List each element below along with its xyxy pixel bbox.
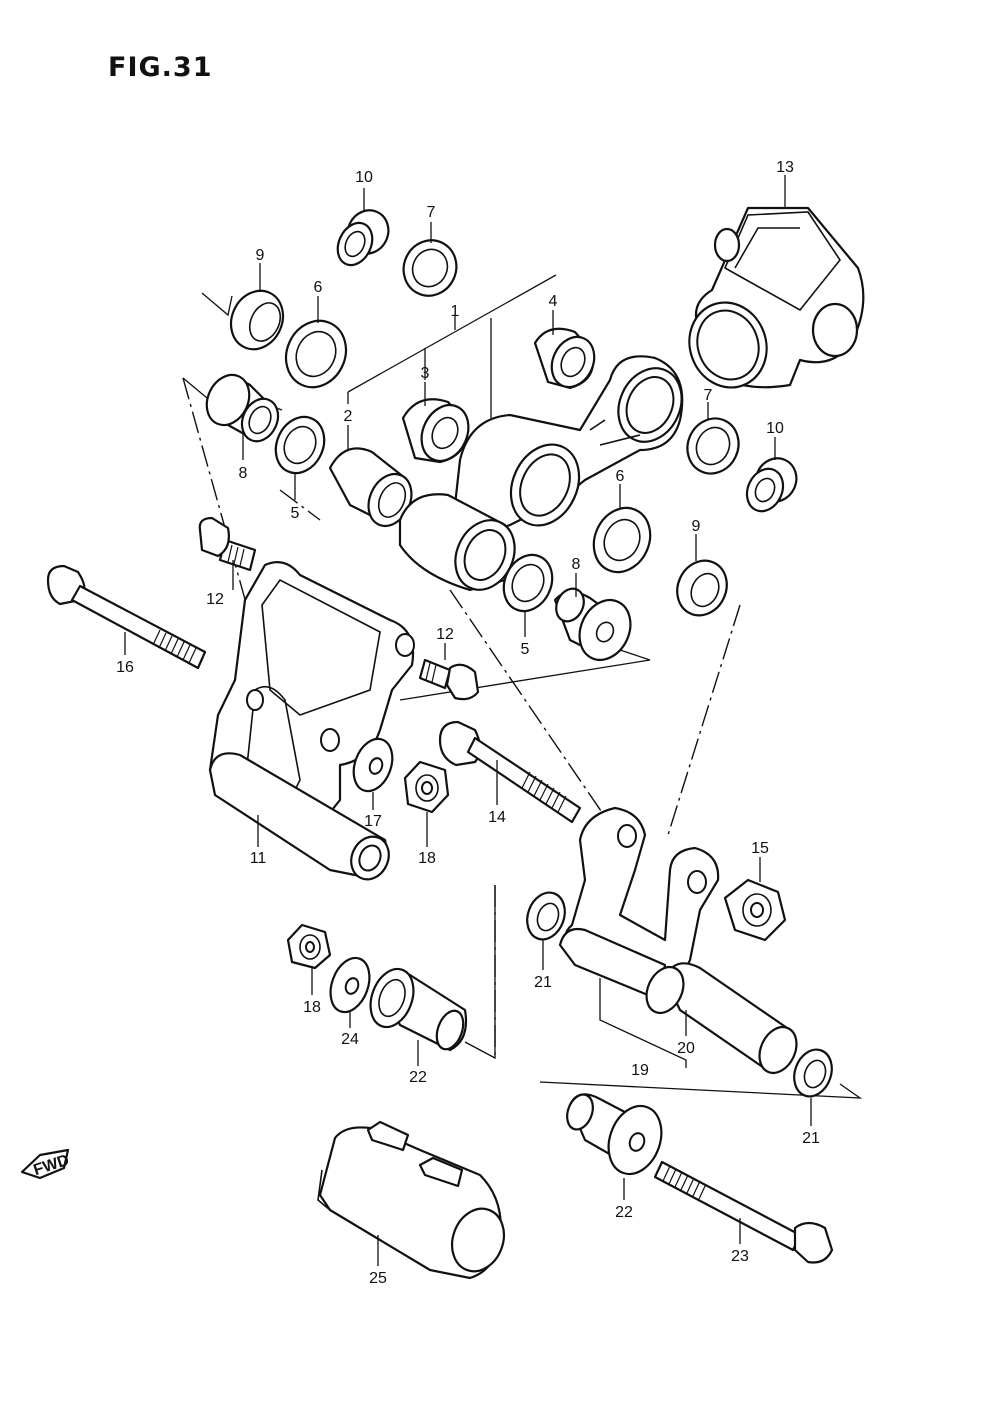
part-12-bolt-lower (418, 658, 480, 701)
callout-leader-lines (124, 175, 812, 1266)
part-14-bolt (438, 720, 582, 824)
callout-15: 15 (751, 840, 769, 857)
callout-22-upper: 22 (409, 1069, 427, 1086)
callout-21-upper: 21 (534, 974, 552, 991)
part-10-collar-right (745, 457, 798, 513)
part-11-cushion-rod-bracket (208, 561, 415, 881)
part-18-nut-lower (286, 923, 332, 970)
fwd-arrow-icon: FWD (20, 1148, 71, 1179)
part-18-nut-upper (403, 760, 450, 814)
part-8-spacer-left (205, 373, 280, 443)
callout-24: 24 (341, 1031, 359, 1048)
callout-21-lower: 21 (802, 1130, 820, 1147)
part-23-bolt (653, 1160, 834, 1264)
part-12-bolt-upper (198, 516, 257, 572)
fwd-arrow-label: FWD (31, 1152, 71, 1179)
callout-7-top: 7 (427, 204, 436, 221)
callout-12-right: 12 (436, 626, 454, 643)
part-15-nut (723, 878, 787, 942)
callout-12-left: 12 (206, 591, 224, 608)
callout-17: 17 (364, 813, 382, 830)
part-7-seal-top (402, 239, 458, 297)
callout-9-right: 9 (692, 518, 701, 535)
callout-labels: 10 7 9 6 1 4 3 2 8 5 13 7 10 6 9 8 5 16 … (116, 159, 820, 1287)
callout-10-top: 10 (355, 169, 373, 186)
part-3-bushing (401, 398, 470, 464)
part-21-washer-upper (526, 891, 566, 941)
callout-14: 14 (488, 809, 506, 826)
callout-6-top: 6 (314, 279, 323, 296)
part-17-washer (352, 737, 394, 793)
callout-4: 4 (549, 293, 558, 310)
callout-8-left: 8 (239, 465, 248, 482)
callout-25: 25 (369, 1270, 387, 1287)
callout-3: 3 (421, 365, 430, 382)
callout-23: 23 (731, 1248, 749, 1265)
callout-11: 11 (250, 850, 267, 867)
part-6-bearing-right (592, 506, 652, 574)
part-5-seal-right (502, 553, 554, 613)
part-24-washer (329, 956, 371, 1014)
callout-9-top: 9 (256, 247, 265, 264)
callout-5-left: 5 (291, 505, 300, 522)
part-8-spacer-right (553, 587, 632, 661)
callout-5-right: 5 (521, 641, 530, 658)
part-6-bearing-top (284, 319, 348, 389)
part-16-long-bolt (46, 564, 207, 670)
part-22-spacer-upper (369, 967, 468, 1052)
figure-title: FIG.31 (108, 52, 213, 83)
callout-20: 20 (677, 1040, 695, 1057)
callout-18-lower: 18 (303, 999, 321, 1016)
part-25-cover (317, 1120, 506, 1280)
callout-2: 2 (344, 408, 353, 425)
part-21-washer-lower (793, 1048, 833, 1098)
callout-13: 13 (776, 159, 794, 176)
callout-1: 1 (451, 303, 460, 320)
callout-7-right: 7 (704, 387, 713, 404)
part-9-washer-top (229, 289, 285, 351)
part-20-sleeve (645, 962, 798, 1075)
part-2-sleeve (328, 447, 413, 527)
part-10-collar-top (336, 209, 390, 267)
callout-10-right: 10 (766, 420, 784, 437)
part-5-seal-left (274, 415, 326, 475)
part-4-bushing (533, 327, 596, 390)
part-13-link-cover (688, 206, 865, 389)
callout-18-upper: 18 (418, 850, 436, 867)
callout-6-right: 6 (616, 468, 625, 485)
callout-8-right: 8 (572, 556, 581, 573)
part-9-washer-right (676, 559, 728, 617)
callout-19: 19 (631, 1062, 649, 1079)
part-7-seal-right (686, 417, 740, 475)
part-19-cushion-rod (558, 806, 720, 1002)
callout-22-lower: 22 (615, 1204, 633, 1221)
assembly-bracket-lines (182, 274, 863, 1099)
part-22-spacer-lower (566, 1093, 663, 1176)
callout-16: 16 (116, 659, 134, 676)
